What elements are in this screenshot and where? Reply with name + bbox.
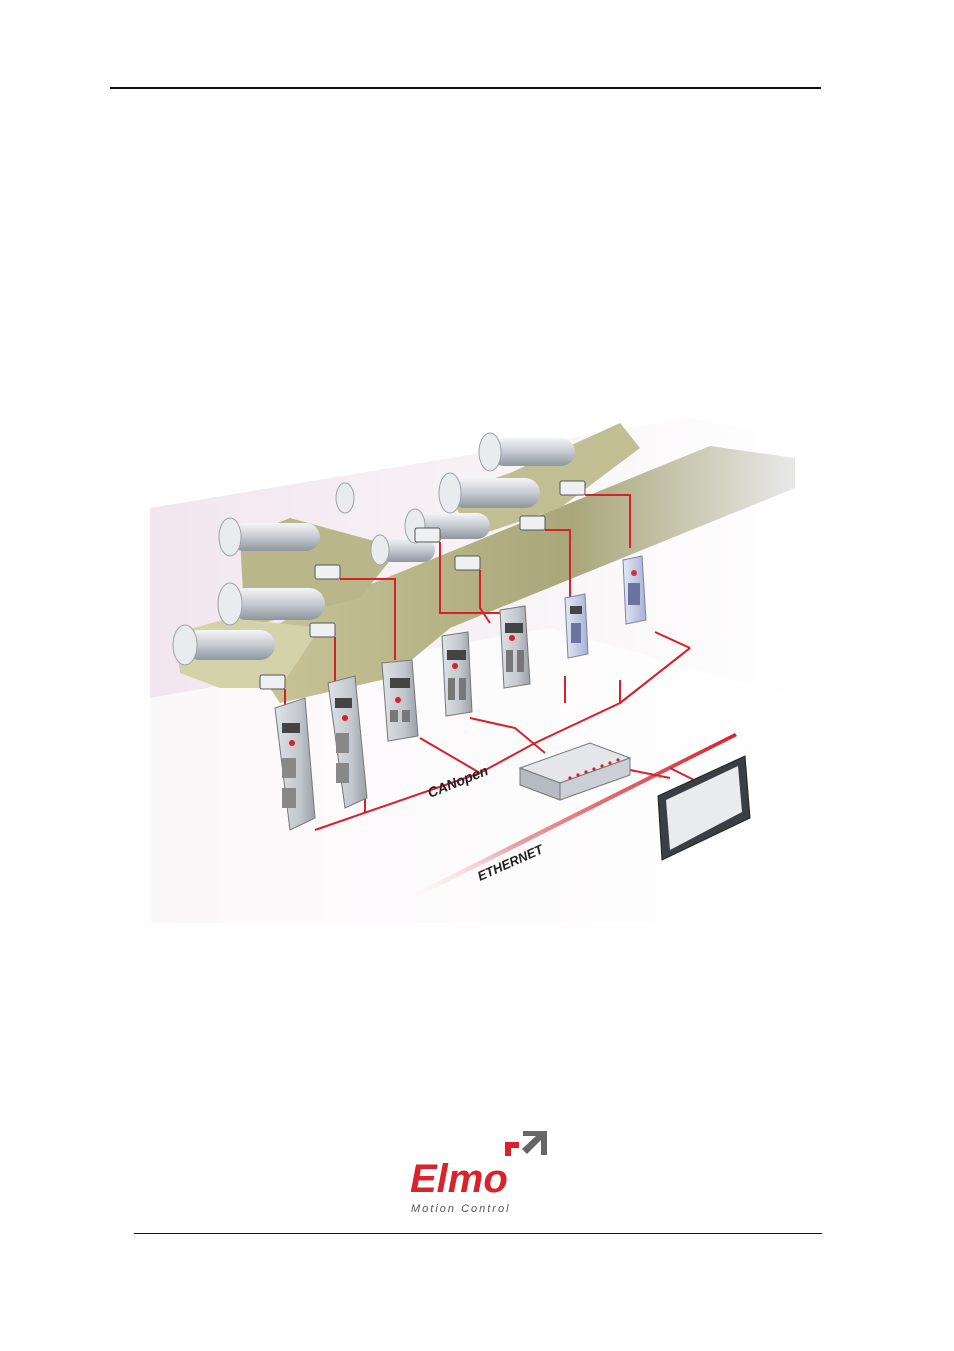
elmo-logo: Elmo Motion Control: [405, 1128, 555, 1220]
motor-6: [520, 516, 545, 530]
roller-3: [219, 518, 320, 556]
motor-3: [315, 565, 340, 579]
motor-2: [310, 623, 335, 637]
logo-tagline: Motion Control: [411, 1203, 511, 1215]
servo-drive-small-blue-1: [565, 594, 588, 658]
servo-drive-5: [500, 606, 530, 688]
servo-drive-4: [442, 632, 472, 716]
servo-drive-3: [382, 660, 418, 741]
roller-7: [479, 433, 575, 471]
roller-1: [173, 625, 275, 665]
network-diagram-illustration: CANopen ETHERNET: [150, 398, 795, 923]
roller-8: [336, 483, 354, 513]
logo-brand: Elmo: [410, 1157, 508, 1201]
footer-rule: [134, 1233, 822, 1234]
motor-4: [415, 528, 440, 542]
roller-2: [218, 583, 325, 625]
motor-7: [560, 481, 585, 495]
logo-mark: [505, 1131, 547, 1156]
roller-6: [439, 473, 540, 513]
header-rule: [110, 87, 821, 89]
servo-drive-small-blue-2: [623, 556, 646, 624]
motor-5: [455, 556, 480, 570]
motor-1: [260, 675, 285, 689]
